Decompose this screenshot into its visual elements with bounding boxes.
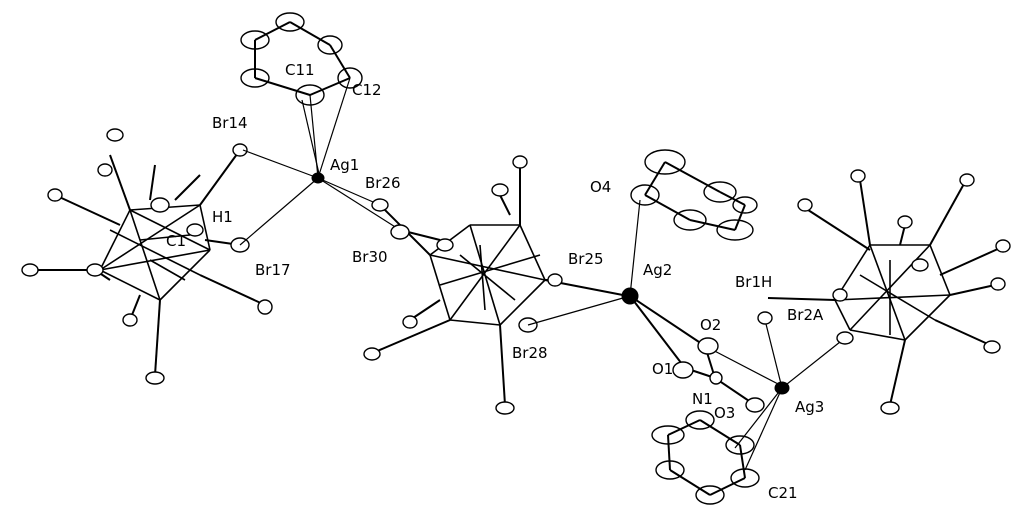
phenyl-ring-bottom [651, 410, 760, 505]
phenyl-ring-o4 [630, 149, 758, 241]
label-ag2: Ag2 [643, 261, 672, 279]
label-o4: O4 [590, 178, 611, 196]
label-h1: H1 [212, 208, 233, 226]
ag3-coordination [734, 311, 846, 471]
carborane-cage-right [767, 169, 1011, 415]
ag1-coordination [239, 77, 401, 246]
label-br1h: Br1H [735, 273, 772, 291]
label-br30: Br30 [352, 248, 388, 266]
label-br17: Br17 [255, 261, 291, 279]
label-c21: C21 [768, 484, 798, 502]
label-o2: O2 [700, 316, 721, 334]
atom-labels: C11 C12 Br14 Ag1 Br26 H1 C1 Br17 Br30 O4… [166, 61, 824, 502]
label-br26: Br26 [365, 174, 401, 192]
label-br28: Br28 [512, 344, 548, 362]
label-ag1: Ag1 [330, 156, 359, 174]
phenyl-ring-top [240, 12, 363, 106]
label-o3: O3 [714, 404, 735, 422]
ag2-coordination [527, 199, 781, 413]
label-br25: Br25 [568, 250, 604, 268]
label-c11: C11 [285, 61, 315, 79]
carborane-cage-left [21, 128, 273, 385]
carborane-cage-middle [363, 155, 629, 415]
label-br2a: Br2A [787, 306, 824, 324]
label-o1: O1 [652, 360, 673, 378]
label-c12: C12 [352, 81, 382, 99]
label-c1: C1 [166, 232, 186, 250]
label-ag3: Ag3 [795, 398, 824, 416]
label-n1: N1 [692, 390, 713, 408]
label-br14: Br14 [212, 114, 248, 132]
